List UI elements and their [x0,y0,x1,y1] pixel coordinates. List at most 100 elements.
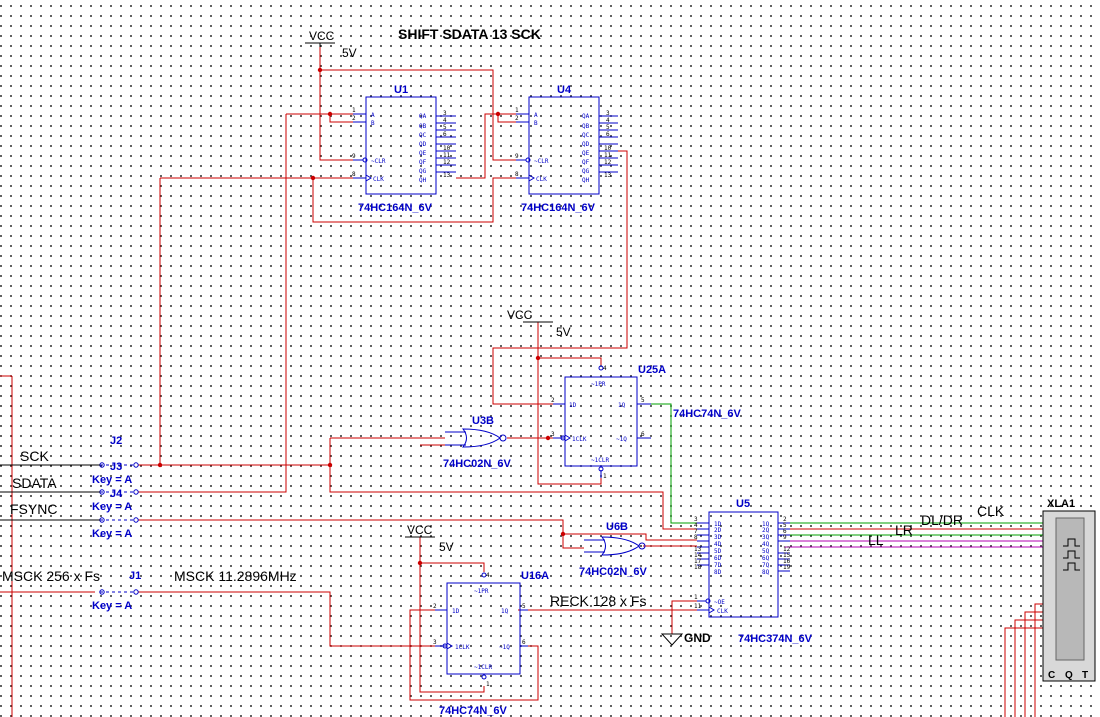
u5-latch[interactable]: U5 74HC374N_6V 1D 2D 3D 4D 5D 6D 7D 8D ~… [694,498,813,645]
xla1-pin-t: T [1082,670,1088,681]
wire-xla-3 [1024,611,1043,717]
u5-pin-1q: 1Q [762,521,770,528]
u4-num-11: 11 [604,152,612,159]
vcc2-label: VCC [507,308,533,322]
u5-num-1: 1 [694,594,698,601]
u25a-num-4: 4 [603,365,607,372]
u16a-num-3: 3 [433,639,437,646]
u4-pin-clr: ~CLR [534,158,549,165]
u1-num-3: 3 [443,110,447,117]
u5-num-19: 19 [783,564,791,571]
u5-num-3: 3 [694,516,698,523]
u1-pin-qf: QF [419,159,427,166]
u25a-pin-nq: ~1Q [616,436,627,443]
u5-pin-5d: 5D [714,548,722,555]
vcc1-label: VCC [309,29,335,43]
input-stubs [0,464,100,521]
xla1-pin-q: Q [1065,670,1073,681]
u25a-num-1: 1 [603,473,607,480]
wire-msck-u16a [138,591,435,647]
u5-num-16: 16 [783,558,791,565]
u25a-num-5: 5 [641,397,645,404]
u25a-part: 74HC74N_6V [673,408,742,420]
switch-j3[interactable]: J3 Key = A [92,461,139,513]
u1-pin-a: A [371,112,375,119]
u4-num-9: 9 [515,153,519,160]
wires [0,43,1043,717]
u1-pin-clk: CLK [373,176,384,183]
u25a-num-2: 2 [551,397,555,404]
u1-num-5: 5 [443,124,447,131]
u4-pin-qf: QF [582,159,590,166]
u5-num-18: 18 [694,564,702,571]
xla1-logic-analyzer[interactable]: XLA1 C Q T [1042,498,1096,682]
wire-u1-a-b [329,114,353,123]
j2-key: Key = A [92,474,132,486]
u5-pin-2d: 2D [714,527,722,534]
u5-pin-8q: 8Q [762,569,770,576]
wire-u1qh-u4a [456,113,516,179]
u16a-pin-nq: ~1Q [499,644,510,651]
u4-ref: U4 [557,84,572,96]
net-label-fsync: FSYNC [10,501,57,517]
u4-num-3: 3 [606,110,610,117]
u1-chip[interactable]: U1 74HC164N_6V A B ~CLR CLK QA QB QC QD … [352,84,456,214]
u1-num-4: 4 [443,117,447,124]
u6b-nor-gate[interactable]: U6B 74HC02N_6V [579,521,648,578]
vcc-symbols [305,42,553,538]
j4-ref: J4 [110,488,123,500]
u16a-num-2: 2 [433,603,437,610]
u16a-num-1: 1 [486,681,490,688]
net-label-reck: RECK 128 x Fs [550,593,646,609]
u6b-ref: U6B [606,521,628,533]
u1-num-11: 11 [443,152,451,159]
u4-part: 74HC164N_6V [521,202,596,214]
u5-pin-6d: 6D [714,555,722,562]
u4-num-4: 4 [606,117,610,124]
net-label-msck-in: MSCK 256 x Fs [2,568,100,584]
u5-pin-5q: 5Q [762,548,770,555]
net-label-clk: CLK [977,503,1005,519]
u16a-num-5: 5 [522,603,526,610]
wire-xla-2 [1014,619,1043,717]
net-label-sdata: SDATA [12,475,57,491]
u1-pin-b: B [371,120,375,127]
u25a-ref: U25A [638,364,666,376]
u5-num-11: 11 [694,603,702,610]
u5-pin-2q: 2Q [762,527,770,534]
net-label-sck: SCK [20,448,49,464]
j2-ref: J2 [110,435,122,447]
u4-num-5: 5 [606,124,610,131]
switch-j4[interactable]: J4 Key = A [92,488,139,540]
u16a-num-6: 6 [522,639,526,646]
u5-num-6: 6 [783,528,787,535]
u5-num-2: 2 [783,516,787,523]
switch-j1[interactable]: J1 Key = A [92,570,141,612]
u25a-flipflop[interactable]: U25A 74HC74N_6V ~1PR 1D 1Q 1CLK ~1Q ~1CL… [551,364,742,480]
wire-fsync-u5 [563,533,697,541]
u1-pin-qg: QG [419,168,427,175]
wire-vcc2-u25a [537,322,602,485]
wire-vcc3-u16a-pr [420,562,485,572]
u25a-pin-clr: ~1CLR [591,457,609,464]
u4-num-6: 6 [606,131,610,138]
wire-sdata [138,114,287,493]
u4-pin-qc: QC [582,132,590,139]
u16a-flipflop[interactable]: U16A 74HC74N_6V ~1PR 1D 1Q 1CLK ~1Q ~1CL… [433,570,549,717]
j1-ref: J1 [129,570,141,582]
u5-pin-6q: 6Q [762,555,770,562]
u4-pin-qa: QA [582,113,590,120]
u5-pin-4q: 4Q [762,541,770,548]
u4-chip[interactable]: U4 74HC164N_6V A B ~CLR CLK QA QB QC QD … [515,84,618,214]
wire-u4-clk [312,177,516,223]
wire-u5-oe-gnd [671,600,697,634]
u4-pin-qg: QG [582,168,590,175]
u16a-ref: U16A [521,570,549,582]
u1-pin-qb: QB [419,123,427,130]
u4-pin-qe: QE [582,150,590,157]
junctions [157,67,566,566]
u25a-pin-d: 1D [569,402,577,409]
u3b-nor-gate[interactable]: U3B 74HC02N_6V [443,415,512,470]
